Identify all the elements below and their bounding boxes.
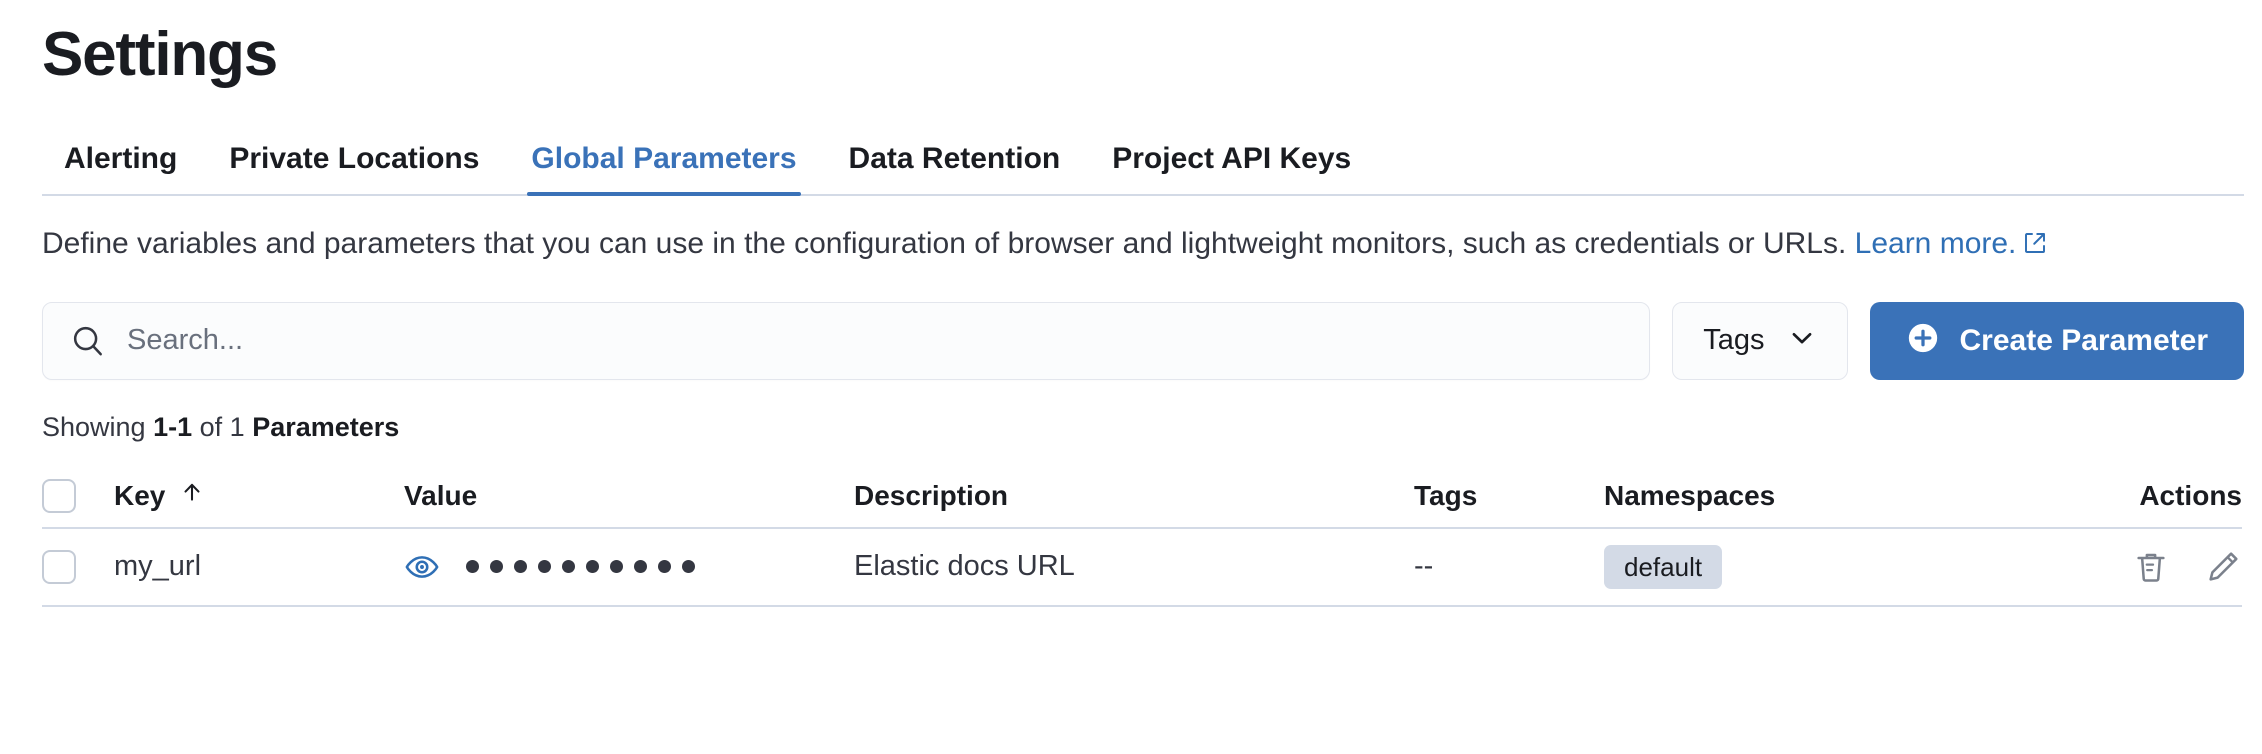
tab-global-parameters[interactable]: Global Parameters: [505, 142, 822, 196]
tab-label: Data Retention: [848, 142, 1061, 175]
showing-prefix: Showing: [42, 411, 146, 442]
tab-label: Private Locations: [229, 142, 480, 175]
create-parameter-label: Create Parameter: [1959, 323, 2208, 357]
column-header-tags: Tags: [1414, 479, 1478, 511]
controls-row: Search... Tags Create Parameter: [42, 301, 2244, 380]
parameters-table: Key Value Description Tags Namespaces Ac…: [42, 465, 2242, 607]
tags-filter-button[interactable]: Tags: [1672, 301, 1848, 380]
masked-value: [466, 560, 695, 573]
tab-project-api-keys[interactable]: Project API Keys: [1086, 144, 1377, 194]
tab-label: Alerting: [64, 142, 178, 175]
external-link-icon: [2023, 224, 2047, 268]
search-icon: [69, 322, 107, 360]
tags-filter-label: Tags: [1703, 324, 1765, 356]
column-header-actions: Actions: [2139, 479, 2242, 511]
showing-range: 1-1: [153, 411, 193, 442]
column-header-value: Value: [404, 479, 478, 511]
settings-tabs: Alerting Private Locations Global Paramete…: [42, 126, 2244, 196]
column-header-namespaces: Namespaces: [1604, 479, 1776, 511]
tab-label: Project API Keys: [1112, 142, 1352, 175]
chevron-down-icon: [1787, 323, 1817, 358]
cell-description: Elastic docs URL: [854, 550, 1075, 582]
description-text: Define variables and parameters that you…: [42, 227, 1847, 260]
value-dot: [562, 560, 575, 573]
tab-alerting[interactable]: Alerting: [42, 144, 203, 194]
search-placeholder: Search...: [127, 324, 244, 356]
value-dot: [514, 560, 527, 573]
value-dot: [610, 560, 623, 573]
column-header-key[interactable]: Key: [114, 479, 404, 512]
cell-tags: --: [1414, 550, 1434, 582]
tab-data-retention[interactable]: Data Retention: [823, 144, 1087, 194]
showing-suffix: Parameters: [252, 411, 400, 442]
learn-more-link[interactable]: Learn more.: [1855, 227, 2048, 260]
plus-circle-icon: [1906, 321, 1940, 360]
namespace-badge: default: [1604, 544, 1723, 589]
column-header-description: Description: [854, 479, 1009, 511]
column-header-key-label: Key: [114, 479, 166, 511]
row-select-checkbox[interactable]: [42, 549, 76, 584]
tab-private-locations[interactable]: Private Locations: [203, 144, 505, 194]
value-dot: [586, 560, 599, 573]
cell-actions: [2012, 548, 2242, 586]
value-dot: [538, 560, 551, 573]
results-count: Showing 1-1 of 1 Parameters: [42, 412, 2240, 443]
value-dot: [658, 560, 671, 573]
edit-parameter-button[interactable]: [2204, 548, 2242, 586]
page-title: Settings: [42, 20, 278, 89]
select-all-checkbox[interactable]: [42, 478, 76, 513]
value-dot: [466, 560, 479, 573]
value-dot: [490, 560, 503, 573]
value-dot: [634, 560, 647, 573]
page-description: Define variables and parameters that you…: [42, 222, 2222, 268]
showing-middle: of 1: [199, 411, 245, 442]
arrow-up-icon: [179, 479, 205, 512]
cell-key: my_url: [114, 550, 202, 582]
create-parameter-button[interactable]: Create Parameter: [1869, 301, 2244, 380]
table-header-row: Key Value Description Tags Namespaces Ac…: [42, 465, 2242, 529]
table-row: my_url Elastic docs URL -- default: [42, 529, 2242, 607]
search-input[interactable]: Search...: [42, 301, 1651, 380]
learn-more-label: Learn more.: [1854, 227, 2017, 260]
cell-value: [404, 549, 854, 585]
select-all-cell: [42, 478, 114, 513]
value-dot: [682, 560, 695, 573]
eye-icon[interactable]: [404, 549, 440, 585]
row-select-cell: [42, 549, 114, 584]
tab-label: Global Parameters: [531, 142, 797, 175]
delete-parameter-button[interactable]: [2132, 548, 2170, 586]
